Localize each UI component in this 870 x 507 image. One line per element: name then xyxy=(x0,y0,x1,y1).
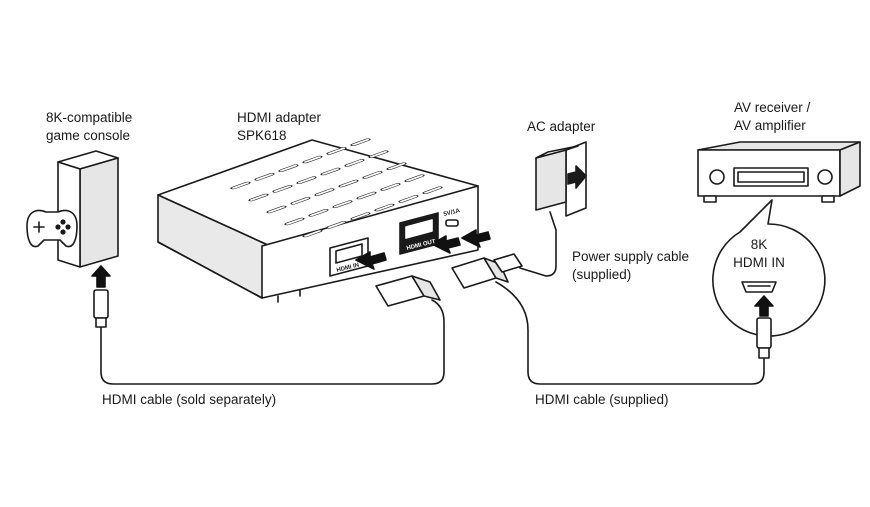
hdmi-plug-receiver xyxy=(756,317,772,359)
console-label-line2: game console xyxy=(46,128,131,143)
hdmi-in-port-label: HDMI IN xyxy=(336,263,360,274)
receiver-label-line1: AV receiver / xyxy=(734,100,811,115)
power-cable-label: Power supply cable (supplied) xyxy=(572,248,689,284)
hdmi-cable-supplied xyxy=(495,281,765,385)
power-port-label: 5V/1A xyxy=(443,208,461,218)
hdmi-out-port xyxy=(399,212,439,255)
receiver-label: AV receiver / AV amplifier xyxy=(734,99,810,135)
adapter-label-line1: HDMI adapter xyxy=(237,110,322,125)
power-cable-label-line2: (supplied) xyxy=(572,267,632,282)
arrow-up-receiver xyxy=(754,295,774,317)
adapter-label: HDMI adapter SPK618 xyxy=(237,109,321,145)
hdmi-in-label: 8K HDMI IN xyxy=(729,236,789,272)
receiver-label-line2: AV amplifier xyxy=(734,118,806,133)
arrow-into-hdmi-out xyxy=(431,235,461,254)
arrow-into-hdmi-in xyxy=(355,251,387,270)
hdmi-in-port xyxy=(329,237,369,277)
ac-adapter-label: AC adapter xyxy=(527,119,596,134)
av-receiver-device xyxy=(697,141,861,203)
console-label-line1: 8K-compatible xyxy=(46,110,133,125)
hdmi-plug-console xyxy=(93,289,109,328)
power-plug xyxy=(493,253,523,273)
power-cable-label-line1: Power supply cable xyxy=(572,249,690,264)
cable-supplied-label: HDMI cable (supplied) xyxy=(535,392,669,407)
hdmi-in-label-line1: 8K xyxy=(750,237,768,252)
hdmi-plug-adapter-in xyxy=(375,275,441,307)
hdmi-in-label-line2: HDMI IN xyxy=(733,255,785,270)
hdmi-cable-sold-separately xyxy=(100,299,445,385)
arrow-into-power xyxy=(461,229,491,248)
console-label: 8K-compatible game console xyxy=(46,109,132,145)
vent-slots xyxy=(230,138,443,238)
gamepad-icon xyxy=(26,209,78,248)
hdmi-in-callout xyxy=(712,199,826,337)
game-console xyxy=(57,150,119,268)
adapter-label-line2: SPK618 xyxy=(237,128,287,143)
power-supply-cable xyxy=(519,211,557,277)
ac-adapter-device xyxy=(535,145,587,211)
connect-arrows xyxy=(91,229,774,317)
arrow-up-console xyxy=(91,265,111,288)
power-port xyxy=(445,219,459,227)
hdmi-port-icon xyxy=(741,281,777,293)
hdmi-plug-adapter-out xyxy=(451,257,509,289)
cable-sold-label: HDMI cable (sold separately) xyxy=(102,392,277,407)
